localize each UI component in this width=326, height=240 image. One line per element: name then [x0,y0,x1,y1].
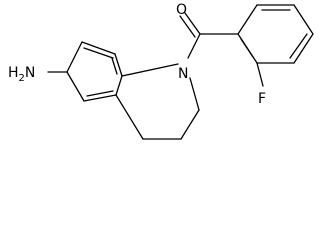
structure-canvas: O N F H2N [8,2,314,140]
bond-c7-c8 [83,94,117,102]
bond-ph4-ph5 [293,33,314,64]
bond-ph6-fluorine [256,62,264,87]
amine-subscript: 2 [19,73,25,84]
bond-c5-c6 [66,41,83,73]
bond-c8a-c4a-inner [111,57,118,75]
bond-c7-c8-inner [86,90,114,97]
bond-c4a-c5-inner [83,47,114,59]
bond-carbonyl-oxygen-b [179,15,196,38]
bond-n1-c2 [189,77,200,111]
oxygen-label: O [176,2,187,18]
amine-label: H2N [8,65,35,84]
nitrogen-label: N [178,66,188,82]
bond-c6-c7 [66,71,85,102]
bond-n1-carbonyl [187,33,201,59]
bond-ph6-ph1-inner [240,38,254,58]
bond-ph3-ph4 [293,4,314,35]
bond-ph1-ph2 [237,4,258,35]
fluorine-label: F [258,91,266,107]
bond-c8a-c4a [114,53,123,77]
bond-c2-c3 [180,109,200,140]
molecule-structure: O N F H2N [8,2,314,140]
bond-c8-c8a [115,75,123,96]
amine-n: N [25,65,35,81]
bond-c4-c8 [115,94,144,140]
bond-c4a-c5 [81,41,116,55]
bond-c8a-n1 [121,63,179,77]
bond-carbonyl-oxygen-a [184,12,201,35]
amine-h: H [8,65,19,81]
bond-ph4-ph5-inner [289,33,308,59]
